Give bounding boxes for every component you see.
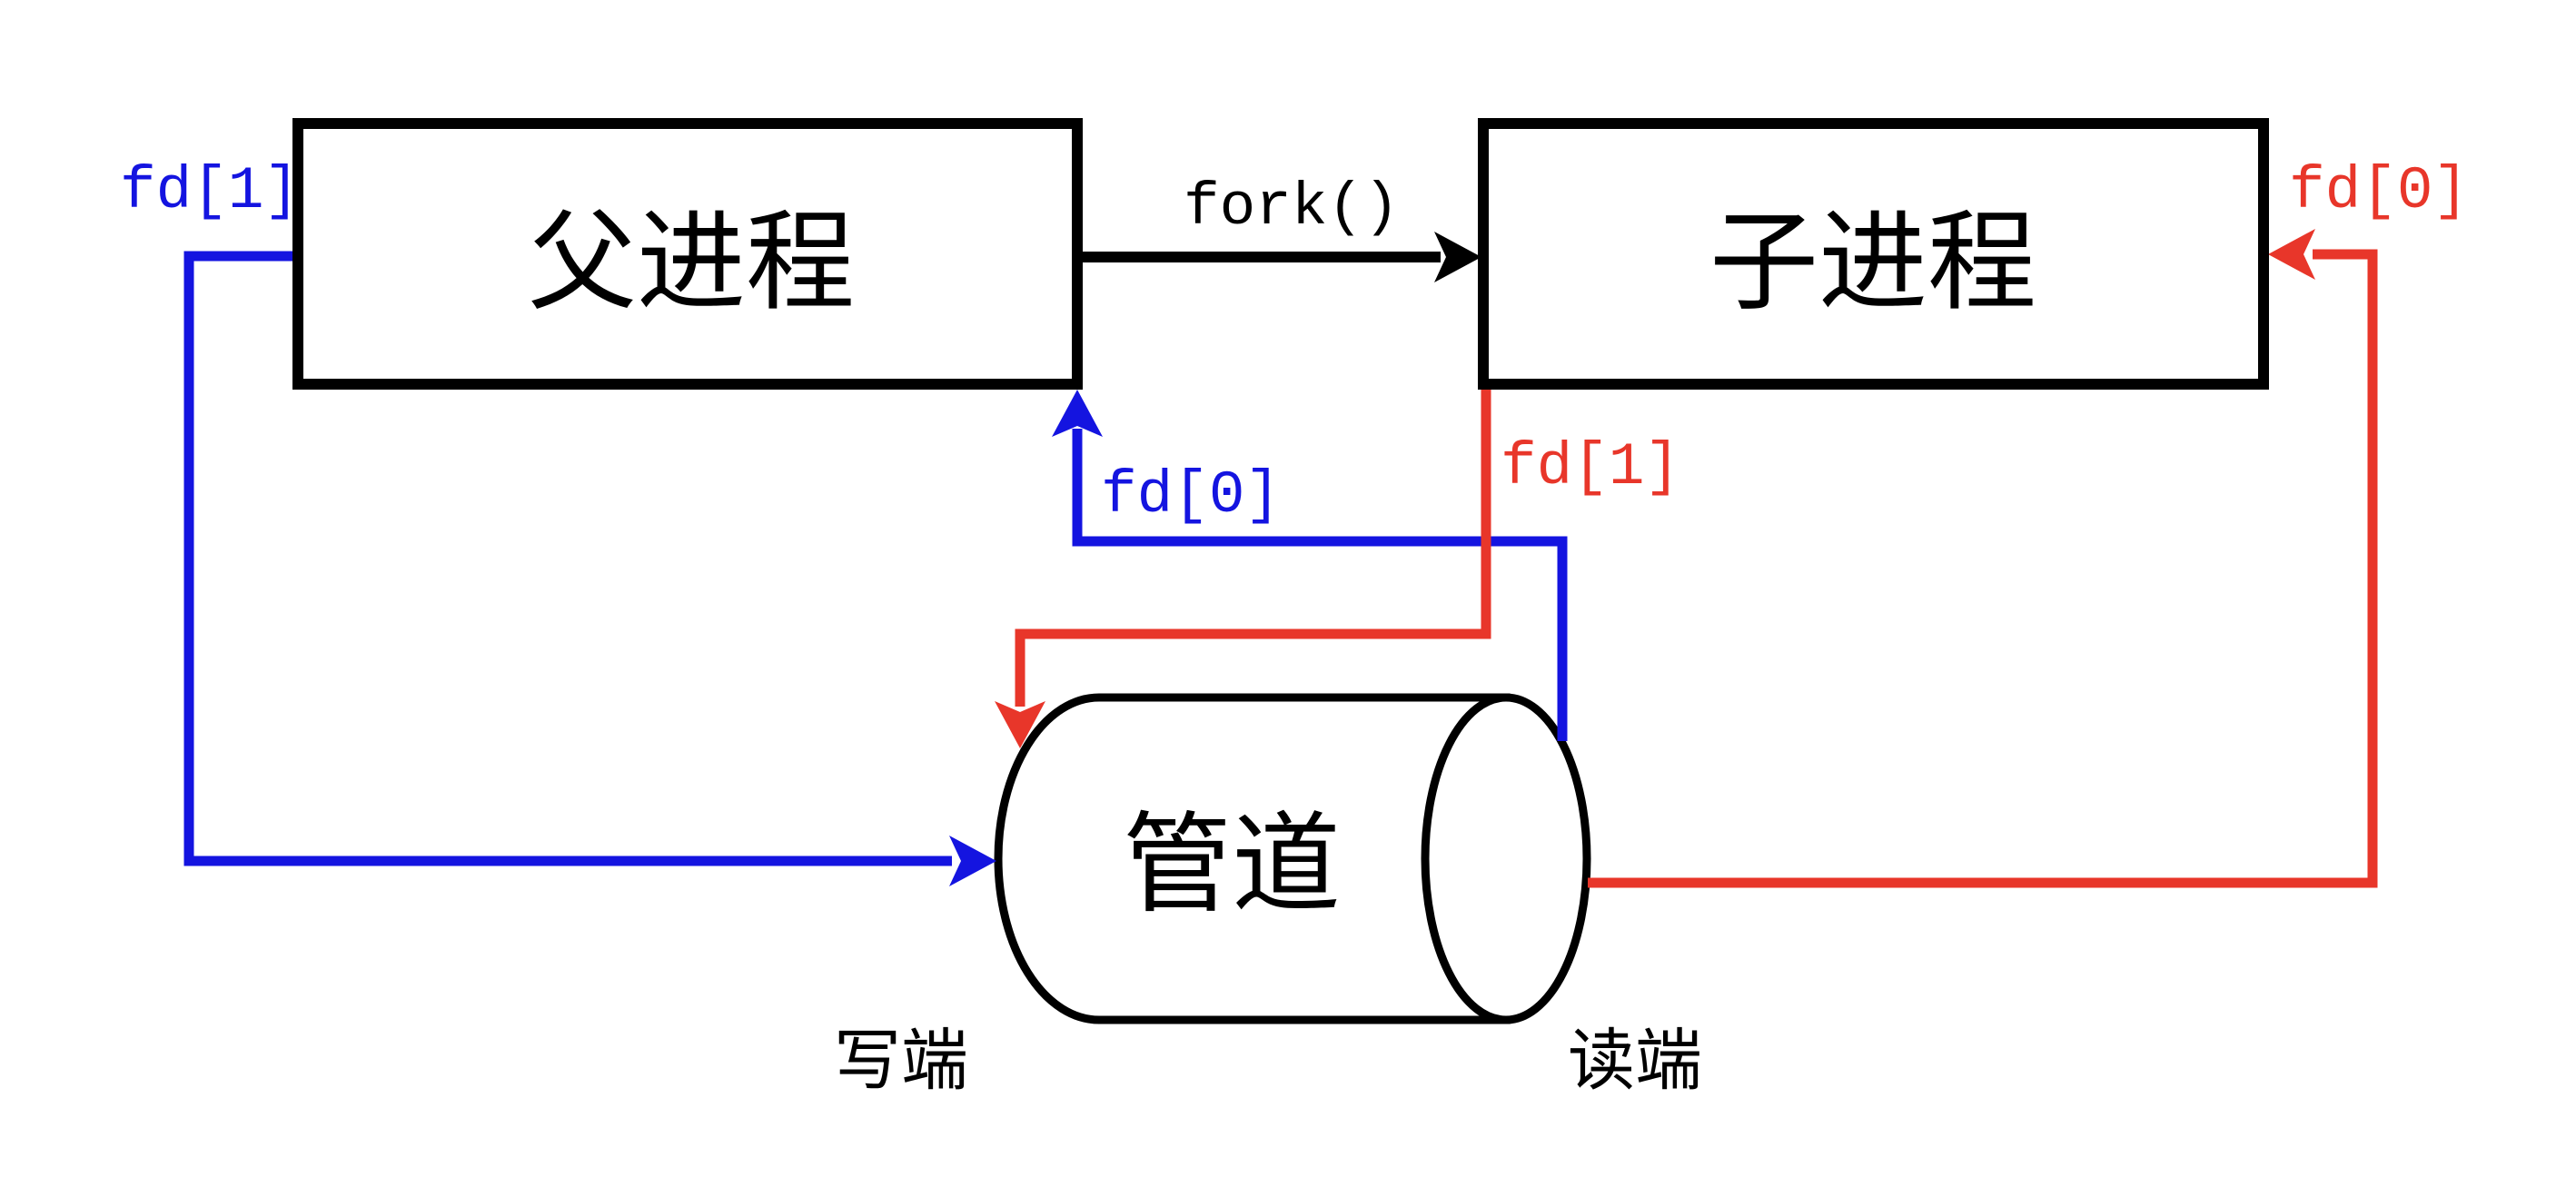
child-write-line xyxy=(1015,388,1491,707)
fork-edge xyxy=(1083,232,1481,282)
arrowhead-up-icon xyxy=(1052,390,1103,437)
parent-process-box xyxy=(292,118,1083,390)
child-read-line xyxy=(1588,249,2378,888)
arrowhead-down-icon xyxy=(995,701,1045,748)
pipe-label: 管道 xyxy=(1123,802,1341,928)
parent-process-label: 父进程 xyxy=(528,200,855,326)
parent-write-fd-label: fd[1] xyxy=(120,157,300,225)
child-read-fd-label: fd[0] xyxy=(2289,157,2469,225)
parent-write-line xyxy=(183,251,952,866)
pipe-cylinder-right-cap xyxy=(1421,693,1591,1024)
child-process-box xyxy=(1478,118,2269,390)
child-process-label: 子进程 xyxy=(1709,200,2036,326)
fork-label: fork() xyxy=(1184,173,1400,242)
arrowhead-left-icon xyxy=(2268,229,2315,280)
arrowhead-right-icon xyxy=(1434,232,1481,282)
parent-write-flow xyxy=(183,251,996,886)
child-read-flow xyxy=(1588,229,2378,888)
parent-read-fd-label: fd[0] xyxy=(1101,461,1281,529)
arrowhead-right-icon xyxy=(949,836,996,886)
pipe-cylinder-body xyxy=(994,693,1511,1024)
read-end-label: 读端 xyxy=(1568,1022,1702,1100)
child-write-flow xyxy=(995,388,1491,748)
parent-read-line xyxy=(1072,429,1568,741)
write-end-label: 写端 xyxy=(834,1022,968,1100)
pipe-node xyxy=(994,693,1591,1024)
parent-read-flow xyxy=(1052,390,1568,741)
child-write-fd-label: fd[1] xyxy=(1501,433,1680,501)
